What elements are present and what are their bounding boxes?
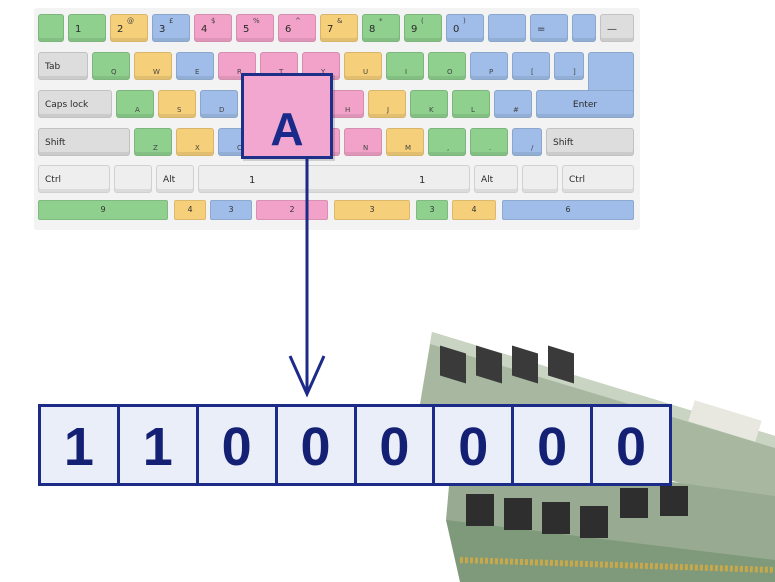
- bit-cell: 0: [277, 407, 357, 483]
- keyboard-image: 1 2@ 3£ 4$ 5% 6^ 7& 8* 9( 0) = — Tab Q W…: [34, 8, 640, 230]
- key: X: [176, 128, 214, 156]
- bit-value: 0: [458, 417, 489, 477]
- key-shift-left: Shift: [38, 128, 130, 156]
- key: ]: [554, 52, 584, 80]
- key: D: [200, 90, 238, 118]
- bit-cell: 0: [356, 407, 436, 483]
- key: #: [494, 90, 532, 118]
- key-alt-right: Alt: [474, 165, 518, 193]
- key: Z: [134, 128, 172, 156]
- key: .: [470, 128, 508, 156]
- key: 4$: [194, 14, 232, 42]
- key-caps-lock: Caps lock: [38, 90, 112, 118]
- finger-zone: 4: [452, 200, 496, 220]
- key-ctrl-left: Ctrl: [38, 165, 110, 193]
- highlighted-key-letter: A: [270, 103, 304, 155]
- bit-value: 0: [537, 417, 568, 477]
- bit-cell: 0: [435, 407, 515, 483]
- bit-cell: 0: [198, 407, 278, 483]
- key: O: [428, 52, 466, 80]
- bit-value: 0: [379, 417, 410, 477]
- key: [522, 165, 558, 193]
- finger-zone: 9: [38, 200, 168, 220]
- key-tab: Tab: [38, 52, 88, 80]
- key: 1: [68, 14, 106, 42]
- binary-byte: 1 1 0 0 0 0 0 0: [38, 404, 672, 486]
- key: P: [470, 52, 508, 80]
- finger-zone: 6: [502, 200, 634, 220]
- finger-zone: 3: [210, 200, 252, 220]
- finger-zone: 4: [174, 200, 206, 220]
- key: 0): [446, 14, 484, 42]
- highlighted-key-a: A: [241, 73, 333, 159]
- key: N: [344, 128, 382, 156]
- bit-value: 0: [300, 417, 331, 477]
- key: 9(: [404, 14, 442, 42]
- bit-value: 0: [221, 417, 252, 477]
- key: 7&: [320, 14, 358, 42]
- finger-zone: 3: [416, 200, 448, 220]
- key: [38, 14, 64, 42]
- key: M: [386, 128, 424, 156]
- key: E: [176, 52, 214, 80]
- key: J: [368, 90, 406, 118]
- bit-cell: 1: [41, 407, 120, 483]
- key: 6^: [278, 14, 316, 42]
- key-space: 1 1: [198, 165, 470, 193]
- key: [114, 165, 152, 193]
- key: [: [512, 52, 550, 80]
- keyboard-row-space: Ctrl Alt 1 1 Alt Ctrl: [38, 165, 636, 193]
- key: 2@: [110, 14, 148, 42]
- key: 5%: [236, 14, 274, 42]
- key: U: [344, 52, 382, 80]
- key: L: [452, 90, 490, 118]
- bit-cell: 1: [119, 407, 199, 483]
- key-enter: Enter: [536, 90, 634, 118]
- key: Q: [92, 52, 130, 80]
- key: ,: [428, 128, 466, 156]
- finger-zone-strip: 9 4 3 2 3 3 4 6: [38, 200, 636, 228]
- key: =: [530, 14, 568, 42]
- key-alt-left: Alt: [156, 165, 194, 193]
- bit-cell: 0: [593, 407, 669, 483]
- key: 8*: [362, 14, 400, 42]
- finger-zone: 2: [256, 200, 328, 220]
- bit-cell: 0: [514, 407, 594, 483]
- key: K: [410, 90, 448, 118]
- key: [572, 14, 596, 42]
- bit-value: 0: [616, 417, 647, 477]
- finger-zone: 3: [334, 200, 410, 220]
- key: S: [158, 90, 196, 118]
- key: W: [134, 52, 172, 80]
- bit-value: 1: [142, 417, 173, 477]
- bit-value: 1: [63, 417, 94, 477]
- key-backspace: —: [600, 14, 634, 42]
- key: /: [512, 128, 542, 156]
- key-ctrl-right: Ctrl: [562, 165, 634, 193]
- key: [488, 14, 526, 42]
- keyboard-row-numbers: 1 2@ 3£ 4$ 5% 6^ 7& 8* 9( 0) = —: [38, 14, 636, 42]
- key-a: A: [116, 90, 154, 118]
- key-shift-right: Shift: [546, 128, 634, 156]
- key: 3£: [152, 14, 190, 42]
- key: I: [386, 52, 424, 80]
